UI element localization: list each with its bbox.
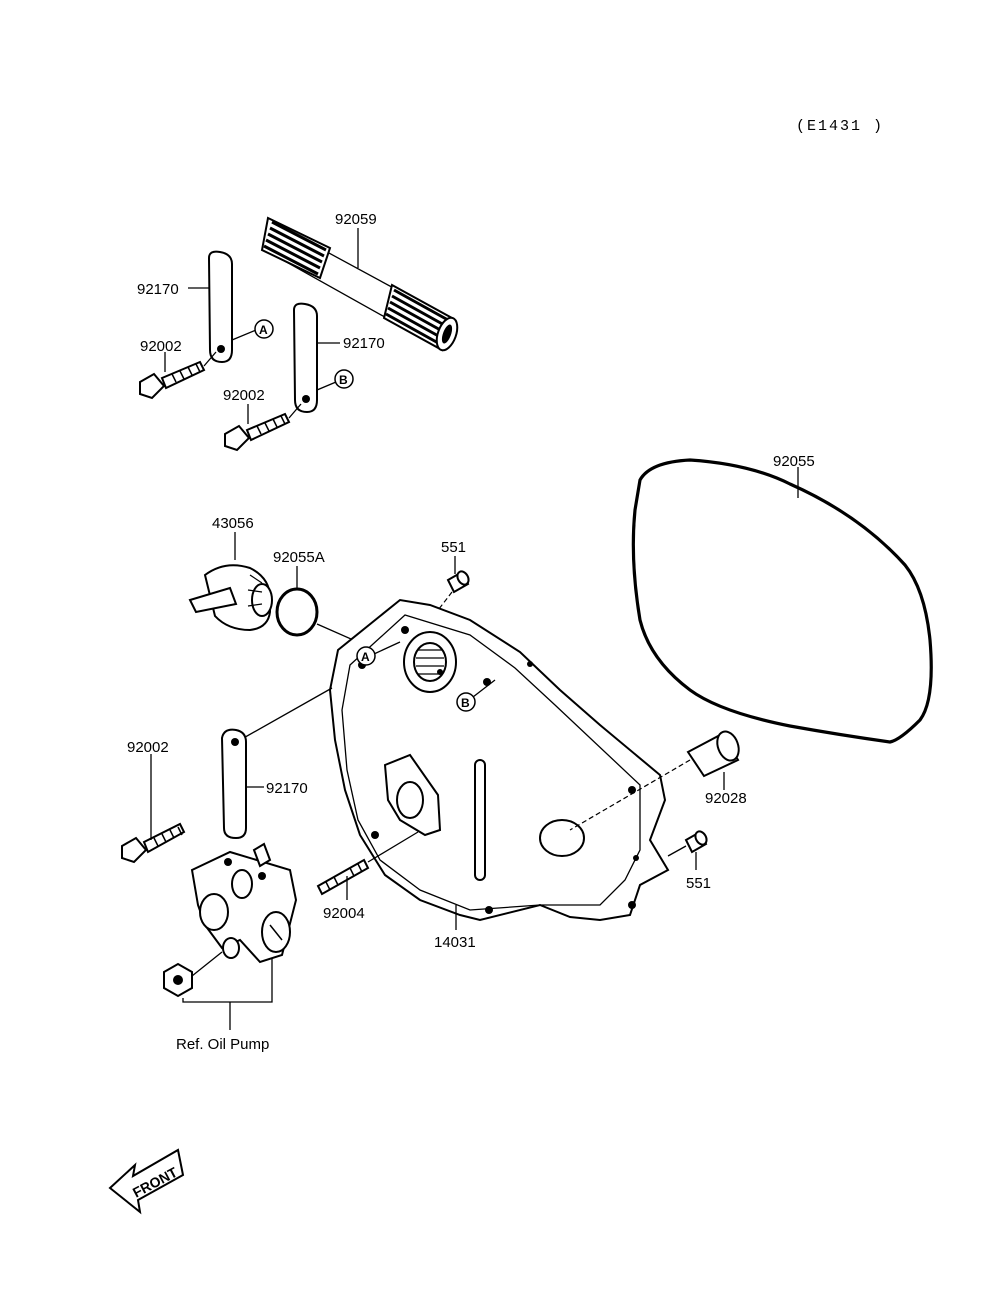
oring-92055A xyxy=(275,587,319,637)
collar-92028 xyxy=(686,730,740,778)
dowel-551-low xyxy=(684,830,708,854)
label-92170-mid: 92170 xyxy=(343,335,385,352)
hose-92059 xyxy=(260,216,459,352)
marker-a-cover: A xyxy=(356,646,376,666)
label-14031: 14031 xyxy=(434,934,476,951)
label-92004: 92004 xyxy=(323,905,365,922)
bolt-92002-top xyxy=(139,360,206,400)
svg-text:A: A xyxy=(361,650,370,664)
label-92002-mid: 92002 xyxy=(223,387,265,404)
label-ref-oil-pump: Ref. Oil Pump xyxy=(176,1036,269,1053)
stud-92004 xyxy=(316,858,370,896)
front-arrow-icon: FRONT xyxy=(108,1148,185,1215)
dowel-551-top xyxy=(446,570,470,594)
svg-text:B: B xyxy=(339,373,348,387)
marker-b-top: B xyxy=(334,369,354,389)
bolt-92002-mid xyxy=(224,412,291,452)
label-92002-low: 92002 xyxy=(127,739,169,756)
cover-14031 xyxy=(328,598,670,922)
cap-43056 xyxy=(188,564,273,632)
label-43056: 43056 xyxy=(212,515,254,532)
bracket-92170-mid xyxy=(292,302,318,414)
oil-pump xyxy=(190,842,298,964)
bracket-92170-top xyxy=(207,250,233,364)
gasket-92055 xyxy=(631,458,933,744)
label-92055: 92055 xyxy=(773,453,815,470)
bracket-92170-low xyxy=(220,728,247,840)
label-92170-top: 92170 xyxy=(137,281,179,298)
label-92028: 92028 xyxy=(705,790,747,807)
label-551-top: 551 xyxy=(441,539,466,556)
nut xyxy=(163,962,193,998)
label-92059: 92059 xyxy=(335,211,377,228)
label-551-low: 551 xyxy=(686,875,711,892)
label-92170-low: 92170 xyxy=(266,780,308,797)
svg-text:A: A xyxy=(259,323,268,337)
svg-text:B: B xyxy=(461,696,470,710)
diagram-code: (E1431 ) xyxy=(796,118,884,135)
marker-a-top: A xyxy=(254,319,274,339)
label-92002-top: 92002 xyxy=(140,338,182,355)
label-92055A: 92055A xyxy=(273,549,325,566)
bolt-92002-low xyxy=(121,822,186,864)
marker-b-cover: B xyxy=(456,692,476,712)
